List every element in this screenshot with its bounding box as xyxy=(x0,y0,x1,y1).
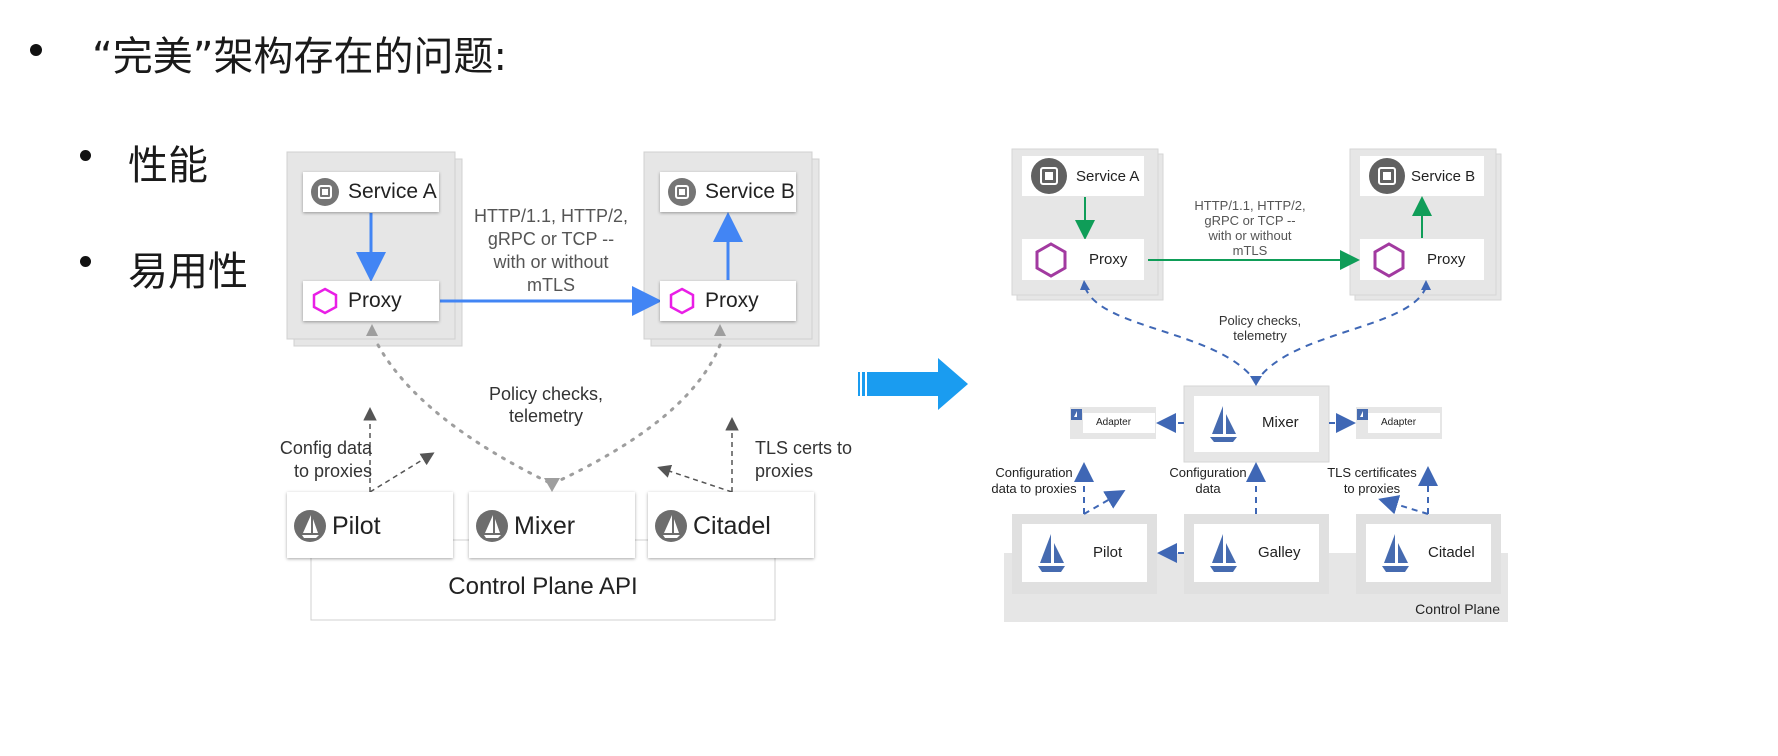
item-performance: 性能 xyxy=(128,143,208,189)
r-service-b-label: Service B xyxy=(1411,168,1476,185)
r-adapter-right-label: Adapter xyxy=(1381,417,1417,428)
hexagon-icon xyxy=(1373,242,1405,278)
service-a-label: Service A xyxy=(348,180,437,203)
r-pilot-diag xyxy=(1083,489,1126,515)
r-service-b-box: Service B xyxy=(1360,156,1484,196)
bullet-dot xyxy=(80,150,91,161)
protocol-label: HTTP/1.1, HTTP/2, gRPC or TCP -- with or… xyxy=(473,206,629,295)
r-tls-label: TLS certificates to proxies xyxy=(1327,465,1417,496)
r-citadel-label: Citadel xyxy=(1428,544,1475,561)
pilot-box: Pilot xyxy=(287,492,453,558)
policy-arrowhead-down xyxy=(544,478,560,492)
chip-icon xyxy=(1031,158,1067,194)
r-service-a-box: Service A xyxy=(1022,156,1144,196)
sail-icon xyxy=(1357,409,1368,420)
r-mixer-label: Mixer xyxy=(1262,414,1299,431)
r-adapter-left-label: Adapter xyxy=(1096,417,1132,428)
r-proxy-b-label: Proxy xyxy=(1427,251,1466,268)
service-b-label: Service B xyxy=(705,180,795,203)
r-citadel-box: Citadel xyxy=(1366,524,1491,582)
r-config-proxies-label: Configuration data to proxies xyxy=(991,465,1077,496)
r-proxy-b-box: Proxy xyxy=(1360,239,1484,280)
tls-label: TLS certs to proxies xyxy=(755,438,853,481)
r-policy-head-right xyxy=(1421,280,1431,290)
pilot-label: Pilot xyxy=(332,512,381,540)
policy-arrowhead-right xyxy=(714,324,726,336)
service-a-box: Service A xyxy=(303,172,439,212)
sail-icon xyxy=(1071,409,1082,420)
r-citadel-diag xyxy=(1378,495,1429,515)
sail-icon xyxy=(1210,406,1237,442)
r-policy-head-left xyxy=(1080,280,1090,290)
sail-icon xyxy=(476,510,508,542)
r-policy-label: Policy checks, telemetry xyxy=(1218,313,1302,343)
policy-label: Policy checks, telemetry xyxy=(488,384,604,426)
chip-icon xyxy=(1369,158,1405,194)
r-control-plane-label: Control Plane xyxy=(1415,601,1500,617)
config-label: Config data to proxies xyxy=(279,438,372,481)
r-config-data-label: Configuration data xyxy=(1169,465,1247,496)
proxy-b-label: Proxy xyxy=(705,289,759,312)
r-policy-head-down xyxy=(1250,376,1262,386)
r-proxy-a-label: Proxy xyxy=(1089,251,1128,268)
policy-dotted-left xyxy=(376,343,554,486)
tls-diag-arrow xyxy=(657,464,733,493)
r-protocol-label: HTTP/1.1, HTTP/2, gRPC or TCP -- with or… xyxy=(1194,198,1306,258)
service-b-box: Service B xyxy=(660,172,796,212)
hexagon-icon xyxy=(1035,242,1067,278)
policy-dotted-right xyxy=(550,343,722,486)
item-usability: 易用性 xyxy=(128,249,248,295)
citadel-box: Citadel xyxy=(648,492,814,558)
r-policy-right xyxy=(1255,286,1427,383)
r-mixer-box: Mixer xyxy=(1194,396,1319,452)
chip-icon xyxy=(311,178,339,206)
sail-icon xyxy=(1382,534,1409,572)
hexagon-icon xyxy=(669,287,695,315)
proxy-b-box: Proxy xyxy=(660,281,796,321)
citadel-label: Citadel xyxy=(693,512,771,540)
sail-icon xyxy=(655,510,687,542)
r-galley-box: Galley xyxy=(1194,524,1319,582)
r-policy-left xyxy=(1084,286,1257,383)
slide-heading: “完美”架构存在的问题: xyxy=(92,34,507,80)
r-service-a-label: Service A xyxy=(1076,168,1140,185)
r-pilot-label: Pilot xyxy=(1093,544,1123,561)
r-pilot-box: Pilot xyxy=(1022,524,1147,582)
r-proxy-a-box: Proxy xyxy=(1022,239,1144,280)
proxy-a-label: Proxy xyxy=(348,289,402,312)
sail-icon xyxy=(1210,534,1237,572)
r-adapter-left-box: Adapter xyxy=(1083,413,1155,433)
r-galley-label: Galley xyxy=(1258,544,1301,561)
policy-arrowhead-left xyxy=(366,324,378,336)
transition-arrow xyxy=(858,358,968,410)
sail-icon xyxy=(1038,534,1065,572)
bullet-dot xyxy=(80,256,91,267)
mixer-label: Mixer xyxy=(514,512,576,540)
hexagon-icon xyxy=(312,287,338,315)
proxy-a-box: Proxy xyxy=(303,281,439,321)
chip-icon xyxy=(668,178,696,206)
sail-icon xyxy=(294,510,326,542)
control-plane-api-label: Control Plane API xyxy=(448,573,638,600)
r-adapter-right-box: Adapter xyxy=(1368,413,1440,433)
bullet-dot xyxy=(30,44,42,56)
config-diag-arrow xyxy=(369,452,435,493)
mixer-box: Mixer xyxy=(469,492,635,558)
